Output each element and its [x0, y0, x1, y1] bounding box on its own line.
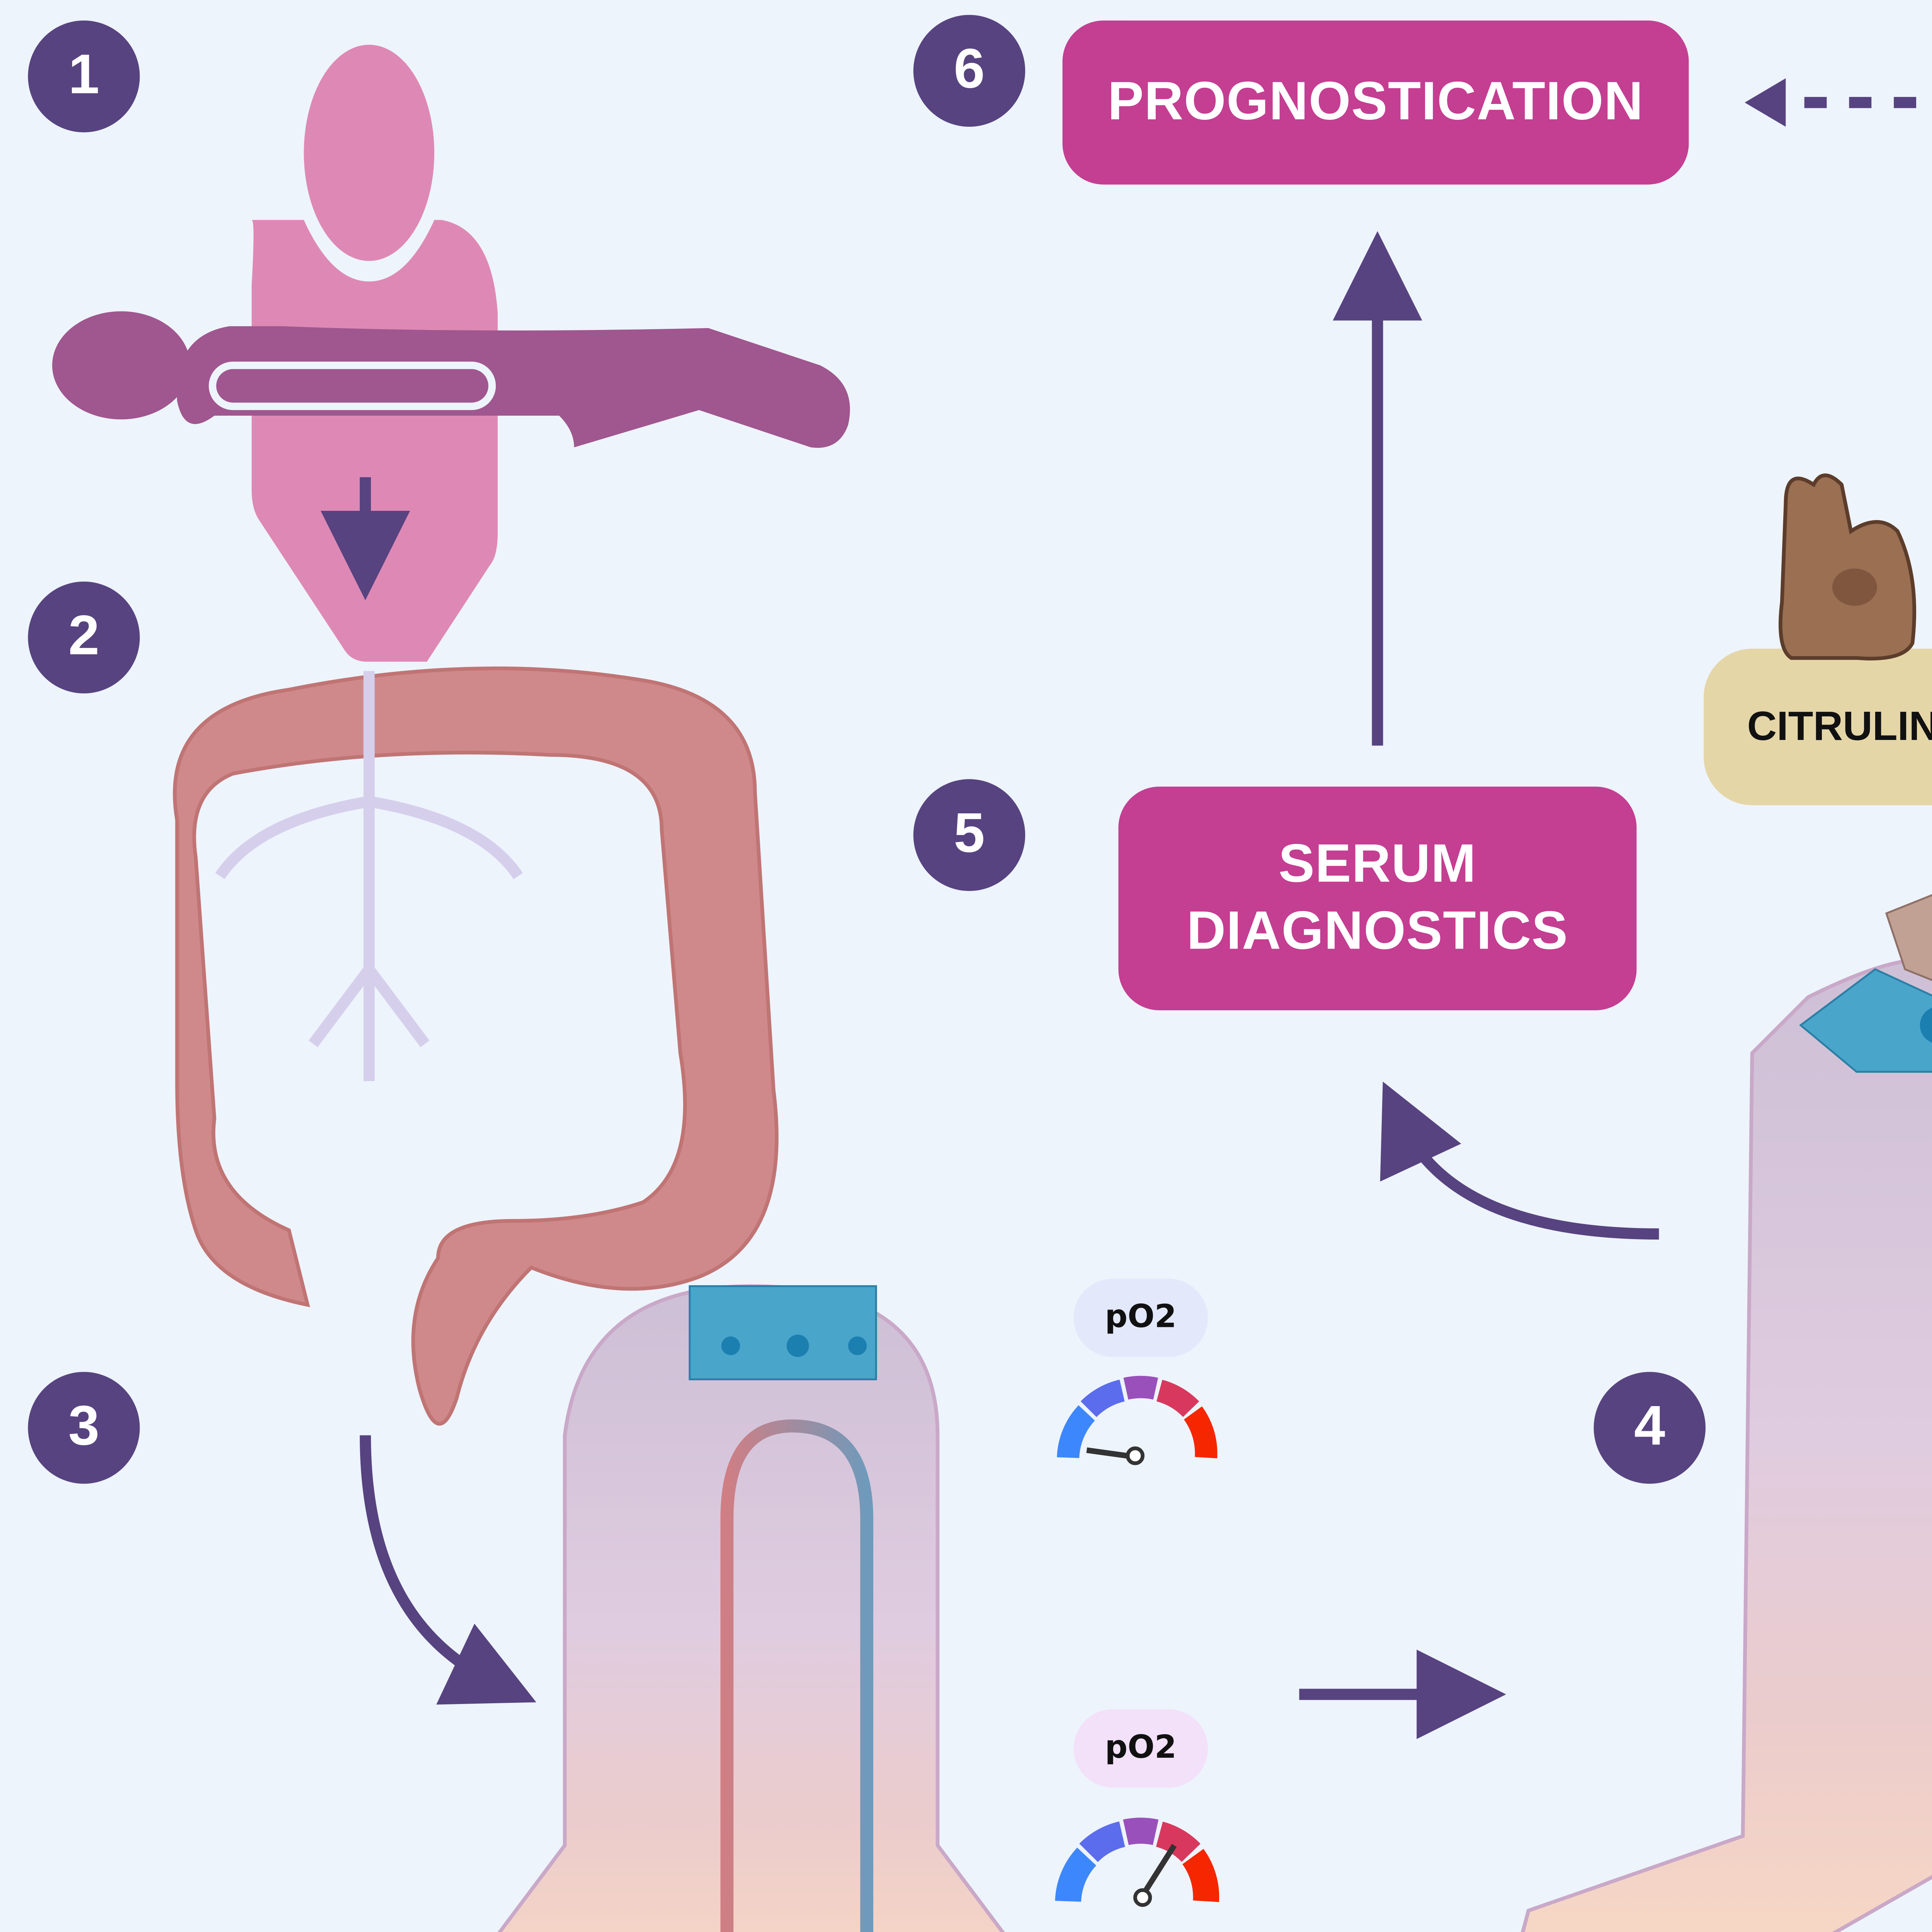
damaged-cell-icon-1: [1779, 473, 1917, 661]
arrow-4-to-5: [1380, 1082, 1659, 1240]
step-4-badge: 4: [1594, 1372, 1706, 1484]
po2-gauge-low: [1057, 1376, 1218, 1465]
colon-illustration: [173, 666, 779, 1426]
po2-label-top: pO2: [1073, 1279, 1208, 1357]
serum-diagnostics-box: SERUM DIAGNOSTICS: [1118, 786, 1637, 1010]
step-2-badge: 2: [28, 582, 140, 694]
biomarker-citruline: CITRULINE: [1704, 648, 1932, 805]
step-5-badge: 5: [913, 779, 1026, 891]
villus-large: [1520, 894, 1932, 1932]
step-3-badge: 3: [28, 1372, 140, 1484]
po2-label-bottom: pO2: [1073, 1709, 1208, 1788]
po2-gauge-high: [1055, 1818, 1219, 1907]
prognostication-label: PROGNOSTICATION: [1107, 72, 1644, 132]
cpr-icon: [52, 44, 850, 662]
step-6-badge: 6: [913, 15, 1026, 127]
prognostication-box: PROGNOSTICATION: [1062, 20, 1689, 185]
step-1-badge: 1: [28, 20, 140, 133]
serum-label: SERUM: [1278, 834, 1477, 895]
arrow-2-to-3: [360, 1435, 536, 1705]
diagnostics-label: DIAGNOSTICS: [1187, 902, 1568, 962]
arrow-sirs-head: [1745, 78, 1786, 127]
villus-small: [497, 1284, 1005, 1932]
